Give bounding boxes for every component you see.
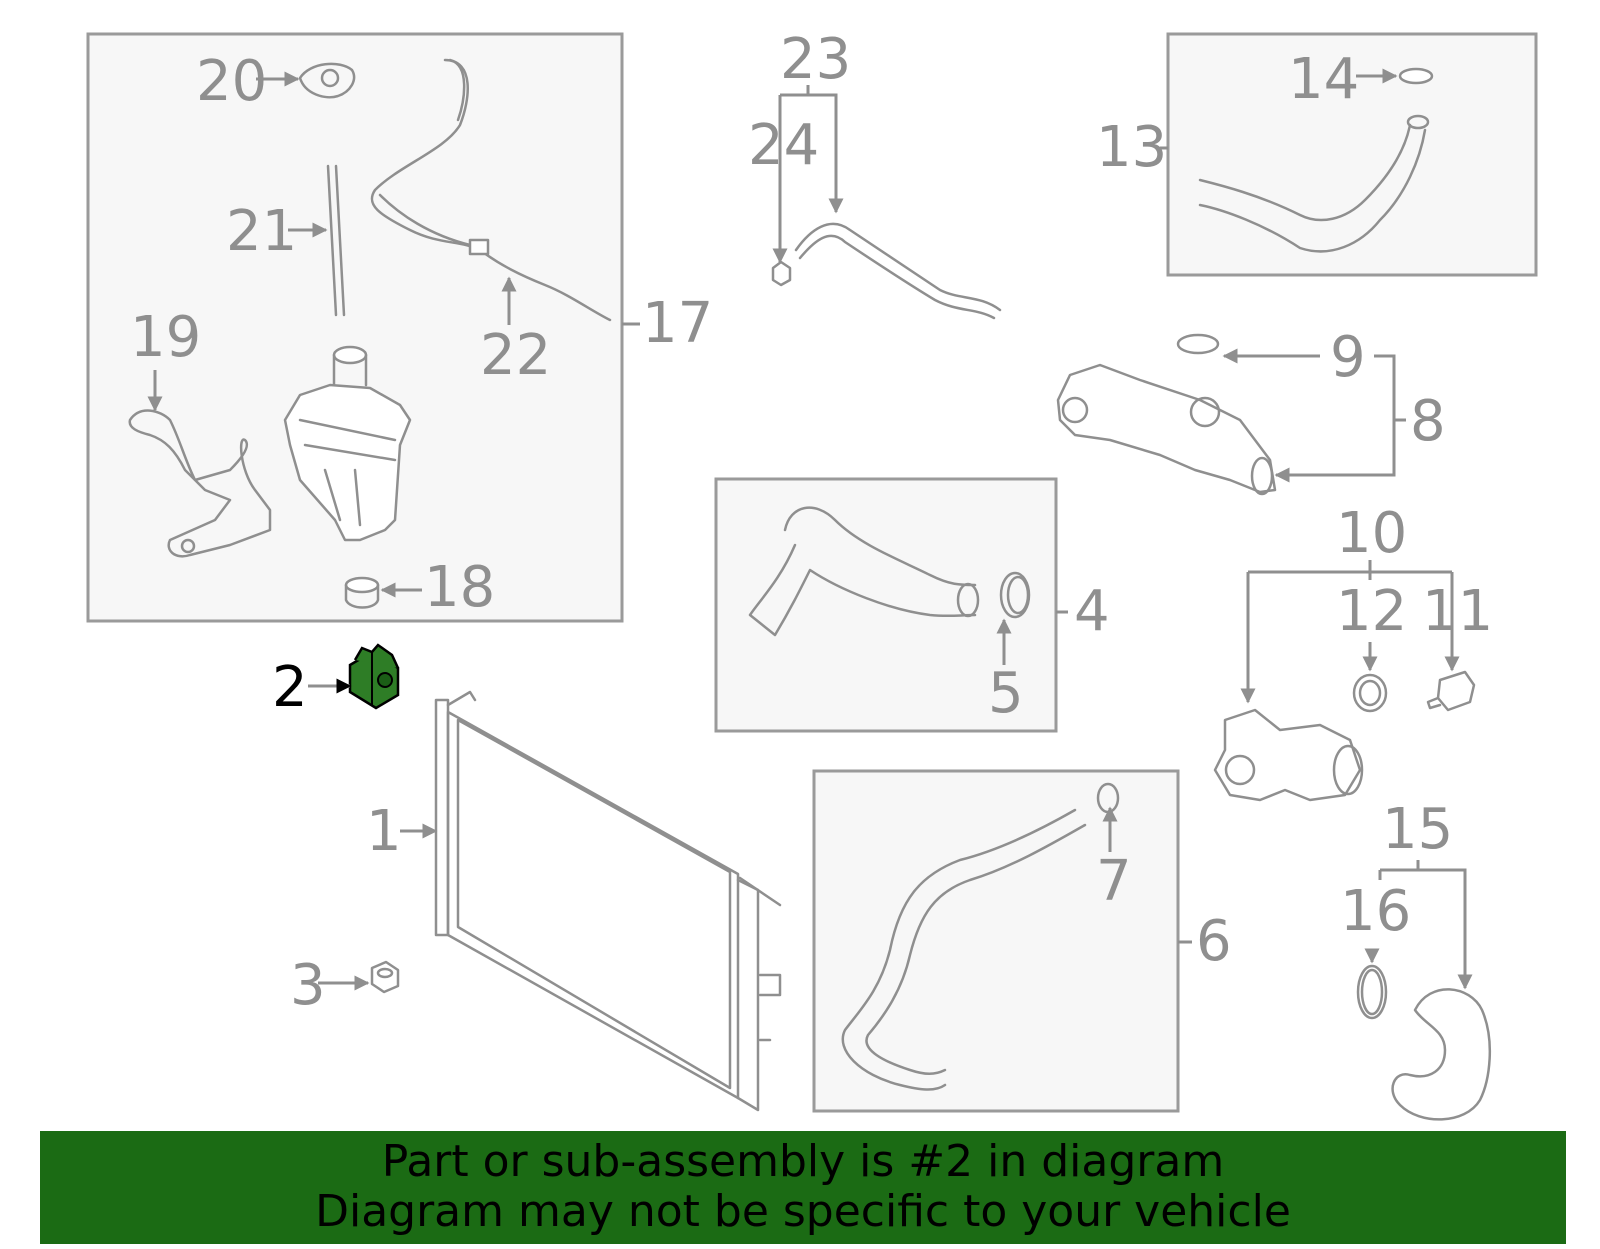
callout-18: 18 — [424, 555, 495, 620]
callout-11: 11 — [1422, 579, 1493, 644]
hose-23-drawing — [771, 222, 1002, 320]
hose-22-drawing — [370, 58, 612, 322]
callout-17: 17 — [642, 291, 713, 356]
callout-12: 12 — [1336, 579, 1407, 644]
rod-21-drawing — [326, 164, 346, 317]
hose-15-drawing — [1356, 964, 1492, 1121]
callout-16: 16 — [1340, 879, 1411, 944]
sensor-11-drawing — [1426, 670, 1476, 712]
nut-3-drawing — [370, 960, 400, 994]
callout-4: 4 — [1074, 579, 1110, 644]
group-box-6 — [812, 769, 1180, 1113]
outlet-10-drawing — [1213, 708, 1364, 802]
cap-20-drawing — [298, 62, 356, 99]
hose-4-drawing — [748, 506, 1031, 637]
callout-14: 14 — [1288, 47, 1359, 112]
callout-6: 6 — [1196, 909, 1232, 974]
highlighted-part-2 — [348, 643, 400, 710]
callout-19: 19 — [130, 305, 201, 370]
reservoir-tank-drawing — [283, 345, 412, 542]
hose-13-drawing — [1198, 67, 1434, 253]
callout-23: 23 — [780, 27, 851, 92]
callout-20: 20 — [196, 49, 267, 114]
info-banner: Part or sub-assembly is #2 in diagram Di… — [40, 1131, 1566, 1244]
bracket-19-drawing — [128, 409, 272, 558]
callout-13: 13 — [1096, 115, 1167, 180]
gasket-12-drawing — [1352, 673, 1388, 713]
cap-18-drawing — [344, 576, 380, 609]
callout-22: 22 — [480, 323, 551, 388]
leader-lines — [147, 68, 1473, 991]
banner-line-2: Diagram may not be specific to your vehi… — [315, 1186, 1291, 1237]
callout-3: 3 — [290, 953, 326, 1018]
hose-6-drawing — [841, 782, 1120, 1091]
callout-8: 8 — [1410, 389, 1446, 454]
callout-1: 1 — [366, 799, 402, 864]
callout-5: 5 — [988, 661, 1024, 726]
radiator-drawing — [434, 690, 782, 1112]
group-box-13 — [1166, 32, 1538, 277]
callout-7: 7 — [1096, 849, 1132, 914]
callout-21: 21 — [226, 199, 297, 264]
callout-9: 9 — [1330, 325, 1366, 390]
callout-10: 10 — [1336, 501, 1407, 566]
callout-15: 15 — [1382, 797, 1453, 862]
callout-24: 24 — [748, 113, 819, 178]
housing-8-drawing — [1056, 333, 1277, 496]
callout-2: 2 — [272, 655, 308, 720]
banner-line-1: Part or sub-assembly is #2 in diagram — [381, 1136, 1225, 1187]
